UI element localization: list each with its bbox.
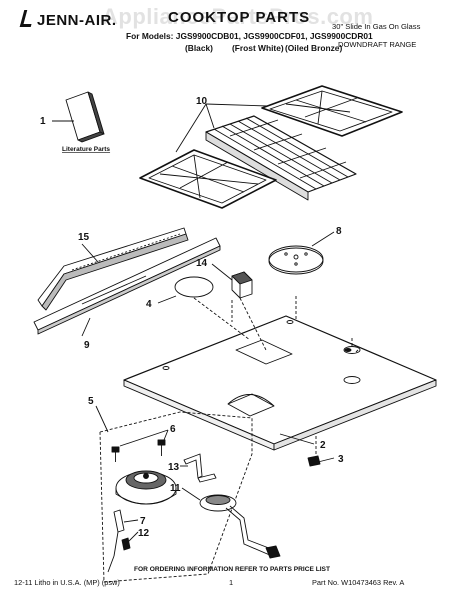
callout-10: 10 xyxy=(196,96,208,107)
gas-valve-tube xyxy=(199,494,281,559)
callout-6: 6 xyxy=(170,424,176,435)
callout-8: 8 xyxy=(336,226,342,237)
range-type: DOWNDRAFT RANGE xyxy=(338,40,417,49)
model-list: For Models: JGS9900CDB01, JGS9900CDF01, … xyxy=(126,31,373,41)
callout-4: 4 xyxy=(146,299,152,310)
litho-info: 12-11 Litho in U.S.A. (MP) (psw) xyxy=(14,578,120,587)
brand-name: JENN-AIR. xyxy=(37,12,117,29)
range-description: 30" Slide In Gas On Glass xyxy=(332,22,421,31)
color-frost-white: (Frost White) xyxy=(232,43,284,53)
callout-5: 5 xyxy=(88,396,94,407)
page-number: 1 xyxy=(229,578,234,587)
color-oiled-bronze: (Oiled Bronze) xyxy=(285,43,343,53)
burner-seal-ring xyxy=(174,276,214,298)
callout-14: 14 xyxy=(196,258,208,269)
part-number: Part No. W10473463 Rev. A xyxy=(312,578,405,587)
callout-2: 2 xyxy=(320,440,326,451)
brand-logo: JENN-AIR. xyxy=(19,10,117,29)
grate-left xyxy=(139,149,277,209)
screw-pair xyxy=(111,439,166,462)
callout-15: 15 xyxy=(78,232,90,243)
callout-12: 12 xyxy=(138,528,150,539)
color-black: (Black) xyxy=(185,43,213,53)
callout-7: 7 xyxy=(140,516,146,527)
literature-booklet xyxy=(65,91,105,143)
callout-9: 9 xyxy=(84,340,90,351)
electrode-module xyxy=(231,271,253,299)
callout-1: 1 xyxy=(40,116,46,127)
spark-electrode xyxy=(107,509,131,573)
glass-cooktop xyxy=(123,315,437,451)
ordering-notice: FOR ORDERING INFORMATION REFER TO PARTS … xyxy=(134,566,330,573)
callout-3: 3 xyxy=(338,454,344,465)
burner-base xyxy=(115,470,177,505)
page-title: COOKTOP PARTS xyxy=(168,9,311,26)
downdraft-vent-cover xyxy=(37,227,189,311)
mounting-bracket xyxy=(183,453,217,483)
callout-13: 13 xyxy=(168,462,180,473)
burner-cap xyxy=(268,245,324,275)
grate-right xyxy=(261,85,403,137)
downdraft-grille xyxy=(205,115,357,201)
literature-parts-label: Literature Parts xyxy=(62,146,110,153)
control-trim-panel xyxy=(33,237,221,335)
callout-11: 11 xyxy=(170,483,181,494)
